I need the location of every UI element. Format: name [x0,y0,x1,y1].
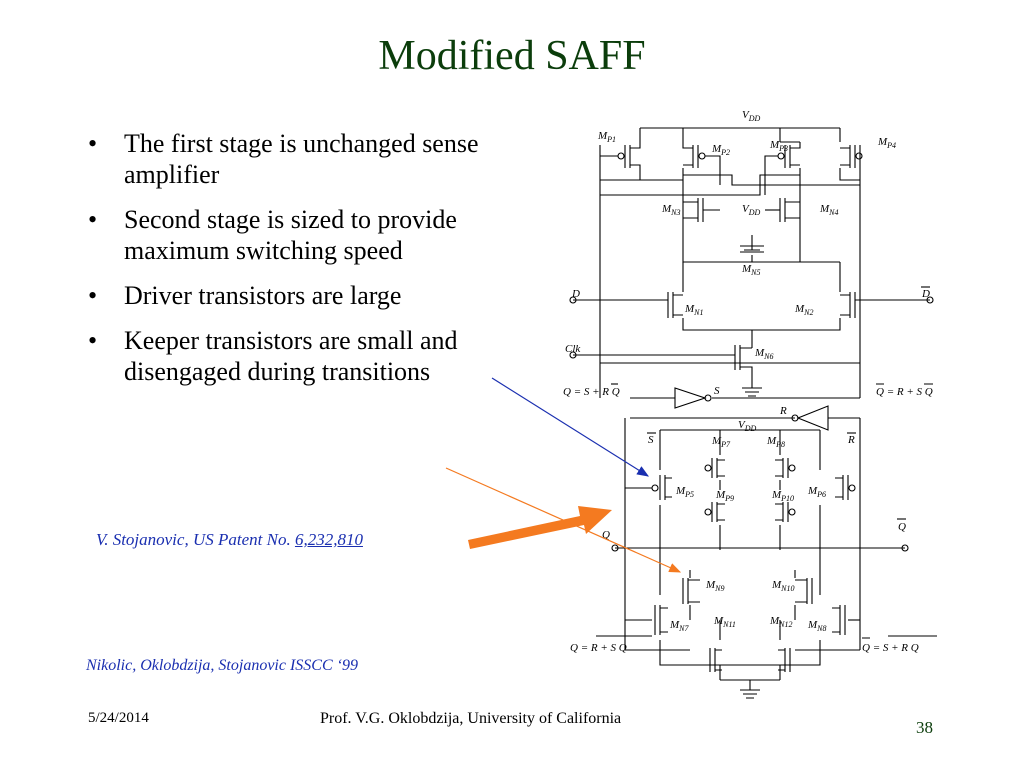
bullet-icon: • [88,326,98,355]
bullet-item: •Second stage is sized to provide maximu… [88,205,457,265]
transistor-mn11 [709,648,722,672]
patent-arrow-icon [468,506,612,549]
terminal-qbar [901,544,909,552]
label-clk: Clk [565,343,581,355]
terminal-clk [569,351,577,359]
label-r: R [779,405,787,417]
transistor-mn8 [832,605,860,635]
label-rbar: R [847,434,855,446]
label-mn10: MN10 [771,579,795,593]
equation-q-bottom: Q = R + S Q [570,642,627,654]
footer-date: 5/24/2014 [88,710,149,726]
transistor-mp9 [704,502,725,522]
transistor-mn3 [683,198,720,222]
label-mn1: MN1 [684,303,704,317]
transistor-mp4 [840,145,863,168]
transistor-mn2 [840,292,856,318]
transistor-mn4 [765,198,800,222]
vdd-label-second: VDD [738,419,757,433]
equation-qbar-top: Q = R + S Q [876,386,933,398]
vdd-label-mid: VDD [742,203,761,217]
label-mp7: MP7 [711,435,731,449]
driver-arrow [491,377,650,477]
equation-q-top: Q = S + R Q [563,386,620,398]
transistor-mp1 [600,142,641,168]
bullet-item: •Keeper transistors are small and diseng… [88,326,458,386]
vdd-label: VDD [742,109,761,123]
transistor-mn7 [625,605,668,635]
label-mn7: MN7 [669,619,690,633]
transistor-mn9 [682,578,700,604]
label-mn2: MN2 [794,303,814,317]
transistor-mn10 [795,578,813,604]
label-mp4: MP4 [877,136,896,150]
label-mp6: MP6 [807,485,826,499]
patent-link[interactable]: 6,232,810 [294,530,363,549]
terminal-q [611,544,619,552]
label-mp5: MP5 [675,485,694,499]
first-stage-transistors [600,141,863,370]
transistor-mn5 [740,245,764,253]
transistor-mn1 [667,292,683,318]
transistor-mp7 [704,458,725,478]
label-mp1: MP1 [597,130,616,144]
label-mn5: MN5 [741,263,761,277]
bullet-list: •The first stage is unchanged sense ampl… [88,128,528,401]
label-d: D [571,288,580,300]
bullet-icon: • [88,281,98,310]
bullet-icon: • [88,205,98,234]
transistor-mn12 [778,648,791,672]
label-q: Q [602,529,610,541]
patent-citation: V. Stojanovic, US Patent No. 6,232,810 [96,530,363,549]
label-mn4: MN4 [819,203,839,217]
terminal-dbar [926,296,934,304]
slide-title: Modified SAFF [378,33,646,79]
footer-author: Prof. V.G. Oklobdzija, University of Cal… [320,710,622,727]
label-mp10: MP10 [771,489,794,503]
bullet-icon: • [88,129,98,158]
label-mp3: MP3 [769,139,788,153]
label-mn9: MN9 [705,579,725,593]
equation-qbar-bottom: Q = S + R Q [862,642,919,654]
transistor-mp10 [775,502,796,522]
circuit-labels: VDD VDD VDD MP1 MP2 MP3 MP4 MN3 MN4 MN5 … [563,109,937,654]
label-mp8: MP8 [766,435,785,449]
label-qbar: Q [898,521,906,533]
transistor-mp6 [835,475,856,500]
label-mn8: MN8 [807,619,827,633]
page-number: 38 [916,718,933,737]
transistor-mp2 [682,142,721,185]
label-mp2: MP2 [711,143,730,157]
label-mn11: MN11 [713,615,736,629]
bullet-item: •The first stage is unchanged sense ampl… [88,129,479,189]
second-stage-transistors [625,458,860,672]
transistor-mp8 [775,458,796,478]
transistor-mp5 [625,475,672,500]
paper-reference: Nikolic, Oklobdzija, Stojanovic ISSCC ‘9… [86,657,358,674]
bullet-item: •Driver transistors are large [88,281,402,310]
label-s: S [714,385,720,397]
label-mn12: MN12 [769,615,793,629]
label-mn3: MN3 [661,203,681,217]
sr-inverters [630,387,860,431]
first-stage-wiring [573,127,930,397]
overbar-eq4 [862,635,937,639]
transistor-mp3 [764,141,801,195]
label-mp9: MP9 [715,489,734,503]
label-mn6: MN6 [754,347,774,361]
label-sbar: S [648,434,654,446]
second-stage-wiring [599,363,905,699]
terminal-d [569,296,577,304]
label-dbar: D [921,288,930,300]
transistor-mn6 [734,345,753,370]
